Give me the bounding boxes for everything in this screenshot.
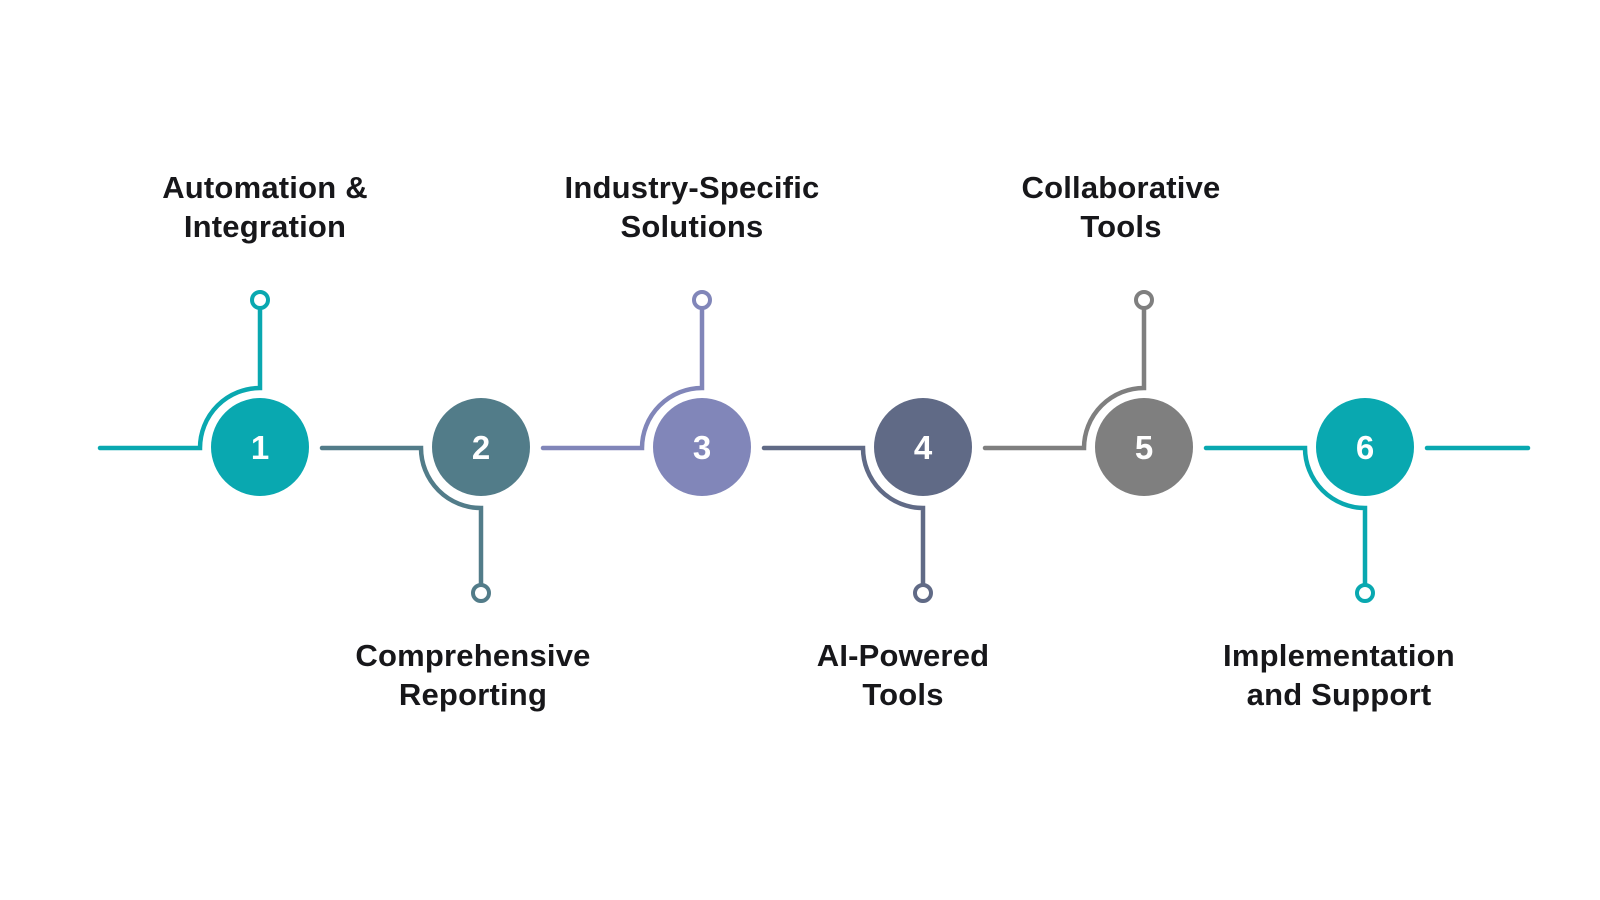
step-group-4: 4 xyxy=(761,398,972,603)
step-circle-6 xyxy=(1316,398,1414,496)
step-label-2-line1: Comprehensive xyxy=(355,638,591,673)
step-label-4-line2: Tools xyxy=(862,677,944,712)
step-circle-2 xyxy=(432,398,530,496)
connector-endpoint-dot-6 xyxy=(1355,583,1375,603)
step-number-5: 5 xyxy=(1135,429,1153,466)
step-label-3: Industry-Specific Solutions xyxy=(502,168,882,246)
step-number-4: 4 xyxy=(914,429,933,466)
step-connector-5 xyxy=(982,306,1147,451)
step-number-1: 1 xyxy=(251,429,269,466)
step-number-6: 6 xyxy=(1356,429,1374,466)
step-group-6: 6 xyxy=(1203,398,1414,603)
step-group-3: 3 xyxy=(540,290,751,496)
step-label-6-line1: Implementation xyxy=(1223,638,1455,673)
step-connector-1 xyxy=(97,306,263,451)
step-group-1: 1 xyxy=(97,290,309,496)
step-label-5: Collaborative Tools xyxy=(931,168,1311,246)
connector-endpoint-dot-2 xyxy=(471,583,491,603)
step-connector-3 xyxy=(540,306,705,451)
step-label-6: Implementation and Support xyxy=(1149,636,1529,714)
step-label-2-line2: Reporting xyxy=(398,677,548,712)
step-label-5-line2: Tools xyxy=(1080,209,1162,244)
step-label-1: Automation & Integration xyxy=(75,168,455,246)
step-connector-2 xyxy=(319,445,484,587)
step-label-2: Comprehensive Reporting xyxy=(283,636,663,714)
step-label-3-line1: Industry-Specific xyxy=(564,170,820,205)
connector-endpoint-dot-4 xyxy=(913,583,933,603)
step-label-6-line2: and Support xyxy=(1246,677,1432,712)
step-connector-4 xyxy=(761,445,926,587)
step-number-2: 2 xyxy=(472,429,490,466)
connector-endpoint-dot-1 xyxy=(250,290,270,310)
step-circle-3 xyxy=(653,398,751,496)
step-label-3-line2: Solutions xyxy=(620,209,764,244)
step-label-4-line1: AI-Powered xyxy=(816,638,990,673)
step-label-5-line1: Collaborative xyxy=(1021,170,1221,205)
step-number-3: 3 xyxy=(693,429,711,466)
step-circle-5 xyxy=(1095,398,1193,496)
step-connector-6 xyxy=(1203,445,1368,587)
connector-endpoint-dot-5 xyxy=(1134,290,1154,310)
step-group-5: 5 xyxy=(982,290,1193,496)
step-group-2: 2 xyxy=(319,398,530,603)
step-label-4: AI-Powered Tools xyxy=(713,636,1093,714)
step-circle-1 xyxy=(211,398,309,496)
step-label-1-line2: Integration xyxy=(183,209,347,244)
step-circle-4 xyxy=(874,398,972,496)
connector-endpoint-dot-3 xyxy=(692,290,712,310)
step-label-1-line1: Automation & xyxy=(162,170,368,205)
